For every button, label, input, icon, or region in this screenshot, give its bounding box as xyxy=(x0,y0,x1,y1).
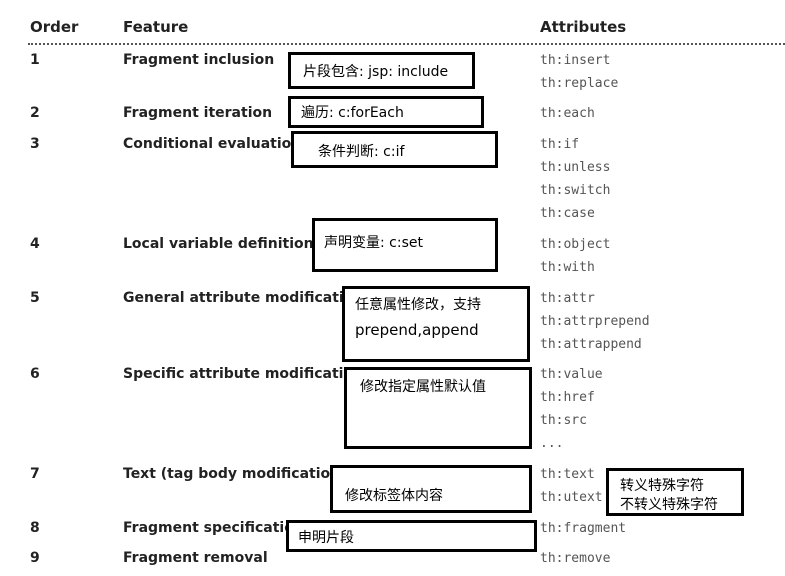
annotation-text-row-4: 声明变量: c:set xyxy=(324,235,423,251)
row-5-attr-1: th:attr xyxy=(540,291,595,306)
annotation-text-row-1: 片段包含: jsp: include xyxy=(303,64,449,80)
row-6-attr-4: ... xyxy=(540,436,564,451)
row-6-attr-3: th:src xyxy=(540,413,587,428)
annotation-box-row-7-side: 转义特殊字符 不转义特殊字符 xyxy=(606,468,744,516)
row-3-order: 3 xyxy=(30,136,40,152)
row-1-feature: Fragment inclusion xyxy=(123,52,275,68)
row-1-order: 1 xyxy=(30,52,40,68)
annotation-text-row-8: 申明片段 xyxy=(298,530,354,546)
row-3-attr-1: th:if xyxy=(540,137,580,152)
annotation-side-text-line-2: 不转义特殊字符 xyxy=(620,497,718,513)
annotation-box-row-5: 任意属性修改，支持 prepend,append xyxy=(342,286,530,362)
header-attributes: Attributes xyxy=(540,18,627,36)
annotation-text-row-5-line-2: prepend,append xyxy=(355,321,479,339)
annotation-box-row-8: 申明片段 xyxy=(286,520,537,552)
annotation-text-row-7: 修改标签体内容 xyxy=(345,488,443,504)
row-7-attr-2: th:utext xyxy=(540,490,603,505)
row-8-feature: Fragment specification xyxy=(123,520,304,536)
row-6-attr-1: th:value xyxy=(540,367,603,382)
annotation-box-row-4: 声明变量: c:set xyxy=(312,218,498,272)
row-2-feature: Fragment iteration xyxy=(123,105,273,121)
row-5-attr-3: th:attrappend xyxy=(540,337,642,352)
header-feature: Feature xyxy=(123,18,189,36)
row-1-attr-2: th:replace xyxy=(540,76,619,91)
annotation-box-row-2: 遍历: c:forEach xyxy=(288,96,484,128)
annotation-text-row-2: 遍历: c:forEach xyxy=(301,105,404,121)
row-4-attr-2: th:with xyxy=(540,260,595,275)
row-3-attr-2: th:unless xyxy=(540,160,611,175)
row-4-attr-1: th:object xyxy=(540,237,611,252)
row-6-order: 6 xyxy=(30,366,40,382)
row-8-attr-1: th:fragment xyxy=(540,521,627,536)
row-5-order: 5 xyxy=(30,290,40,306)
row-4-order: 4 xyxy=(30,236,40,252)
annotation-text-row-5-line-1: 任意属性修改，支持 xyxy=(355,297,481,313)
row-3-feature: Conditional evaluation xyxy=(123,136,302,152)
header-order: Order xyxy=(30,18,79,36)
row-9-feature: Fragment removal xyxy=(123,550,268,566)
row-5-feature: General attribute modification xyxy=(123,290,364,306)
annotation-box-row-1: 片段包含: jsp: include xyxy=(288,52,475,89)
header-divider xyxy=(28,43,785,45)
annotation-text-row-6: 修改指定属性默认值 xyxy=(360,379,486,395)
row-1-attr-1: th:insert xyxy=(540,53,611,68)
annotation-box-row-3: 条件判断: c:if xyxy=(291,131,498,168)
row-9-attr-1: th:remove xyxy=(540,551,611,566)
row-2-order: 2 xyxy=(30,105,40,121)
row-2-attr-1: th:each xyxy=(540,106,595,121)
annotation-side-text-line-1: 转义特殊字符 xyxy=(620,478,704,494)
row-4-feature: Local variable definition xyxy=(123,236,314,252)
row-7-order: 7 xyxy=(30,466,40,482)
row-6-feature: Specific attribute modification xyxy=(123,366,364,382)
row-3-attr-4: th:case xyxy=(540,206,595,221)
row-6-attr-2: th:href xyxy=(540,390,595,405)
row-5-attr-2: th:attrprepend xyxy=(540,314,650,329)
row-7-feature: Text (tag body modification) xyxy=(123,466,347,482)
annotation-box-row-7: 修改标签体内容 xyxy=(330,465,532,513)
annotation-text-row-3: 条件判断: c:if xyxy=(318,144,405,160)
annotation-box-row-6: 修改指定属性默认值 xyxy=(344,367,532,449)
row-3-attr-3: th:switch xyxy=(540,183,611,198)
row-7-attr-1: th:text xyxy=(540,467,595,482)
row-9-order: 9 xyxy=(30,550,40,566)
row-8-order: 8 xyxy=(30,520,40,536)
